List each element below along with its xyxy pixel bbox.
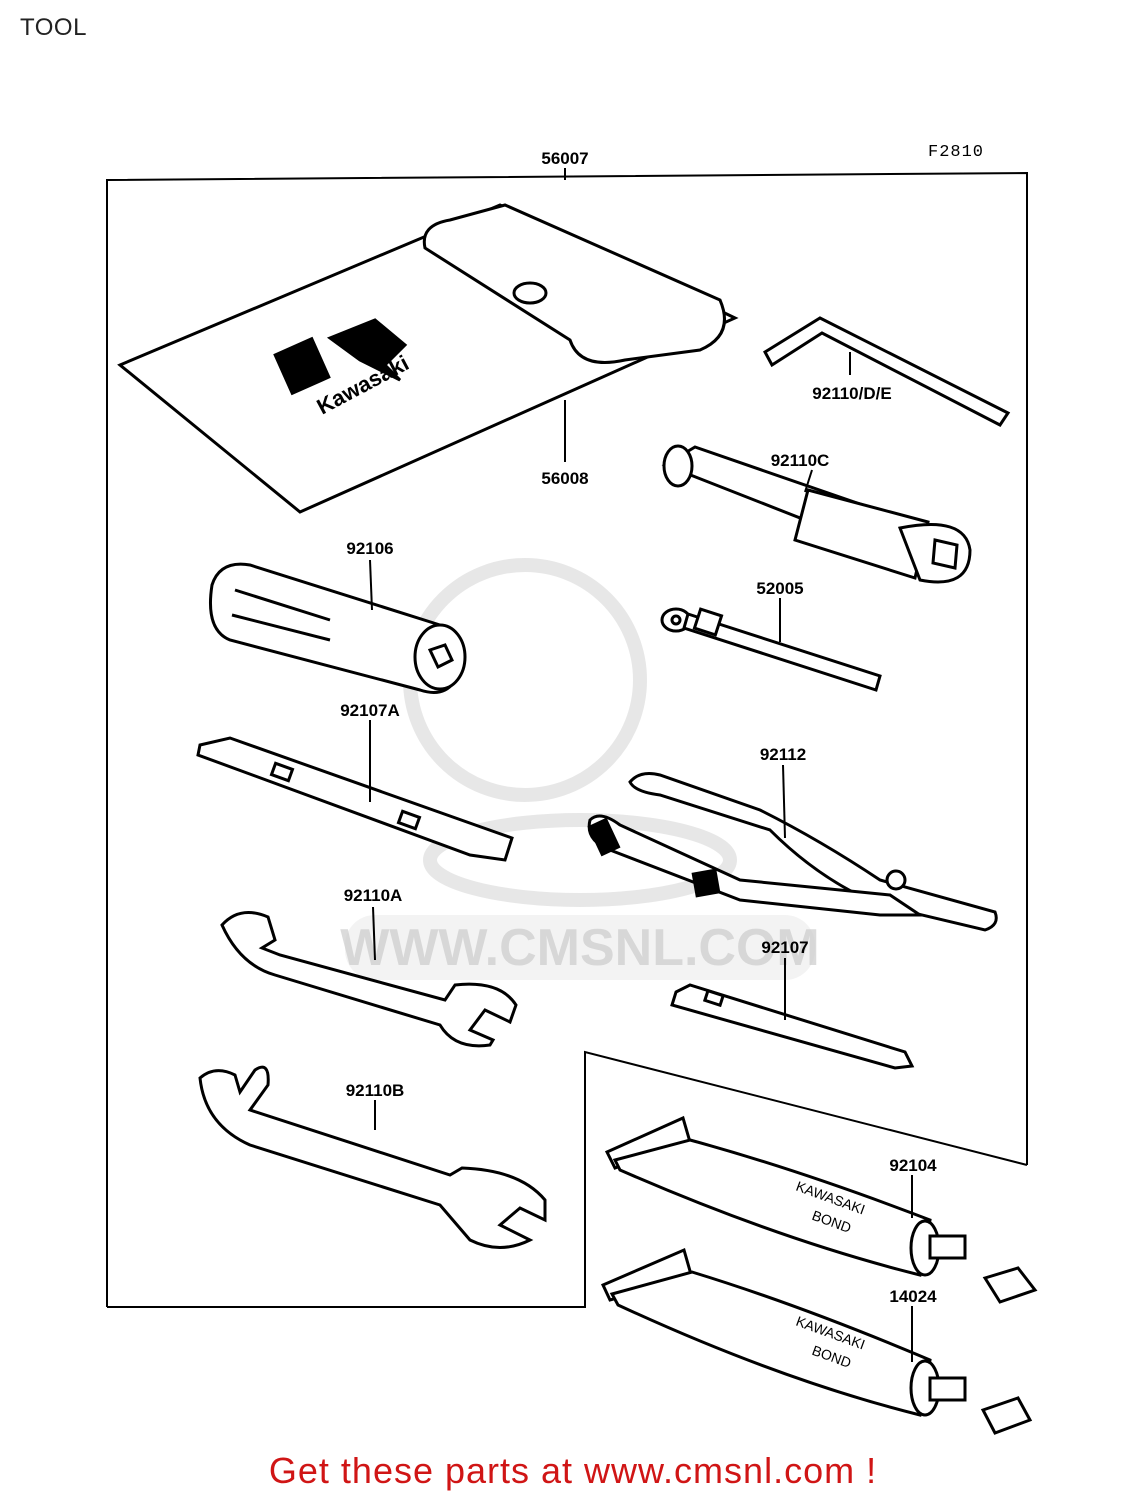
page-title: TOOL [20,14,87,41]
label-screwdriver-a: 92107A [340,701,400,720]
label-handle: 92106 [346,539,393,558]
tool-pouch [117,203,739,514]
footer-link[interactable]: Get these parts at www.cmsnl.com ! [268,1450,878,1491]
label-pliers: 92112 [760,745,806,764]
label-plug-wrench: 92110C [771,451,830,470]
pliers [587,772,998,932]
screwdriver [670,983,915,1070]
screwdriver-handle [208,562,467,694]
label-pouch: 56008 [541,469,588,488]
extension-bar [660,607,882,692]
bond-tube-b [600,1247,1033,1435]
label-wrench-b: 92110B [346,1081,405,1100]
label-bond-b: 14024 [889,1287,937,1306]
plug-wrench [661,444,972,584]
wrench-a [220,911,518,1048]
label-tool-bag: 56007 [541,149,588,168]
figure-code: F2810 [928,143,984,162]
label-hex-key: 92110/D/E [812,384,891,403]
label-wrench-a: 92110A [344,886,403,905]
label-extension: 52005 [756,579,803,598]
label-bond-a: 92104 [889,1156,937,1175]
hex-key [763,316,1011,427]
leader-lines [369,352,913,1362]
label-screwdriver: 92107 [761,938,808,957]
watermark-text: WWW.CMSNL.COM [340,919,819,977]
tool-bag-bracket [106,168,1028,1308]
screwdriver-blade-a [196,736,514,862]
wrench-b [198,1065,547,1249]
bond-tube-a [604,1115,1038,1304]
